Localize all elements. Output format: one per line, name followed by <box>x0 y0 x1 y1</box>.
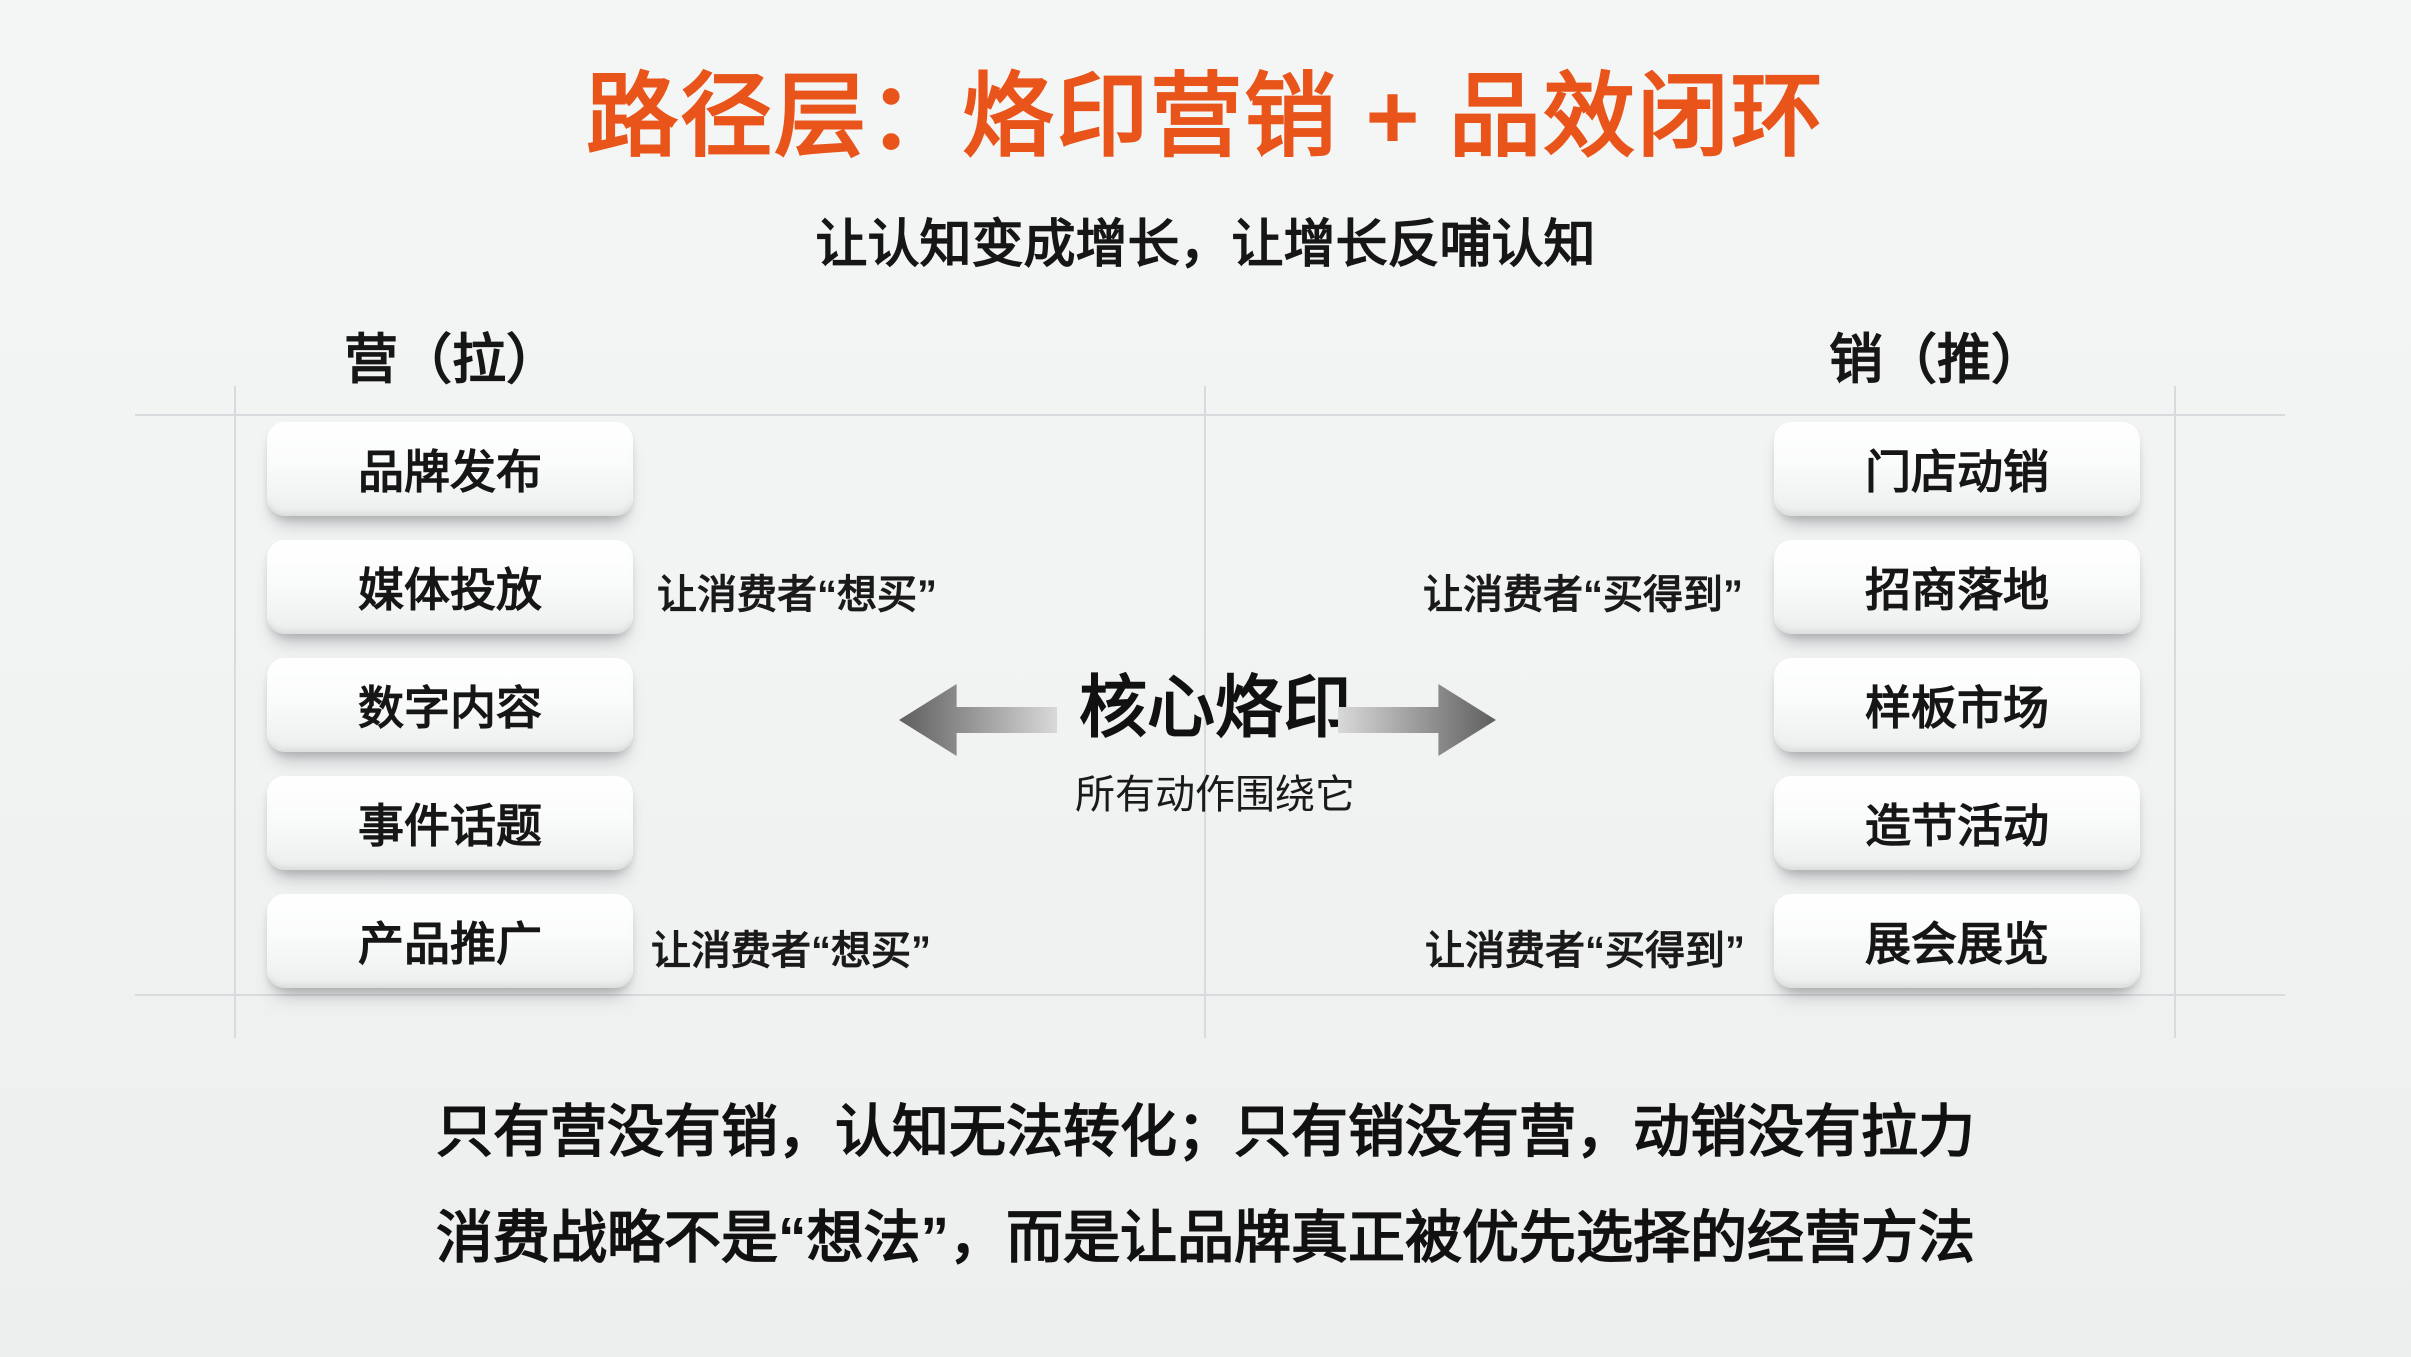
push-card-exhibition: 展会展览 <box>1774 894 2140 988</box>
push-note-upper: 让消费者“买得到” <box>1423 573 1743 617</box>
pull-card-product-promo: 产品推广 <box>267 894 633 988</box>
footer-statement-1: 只有营没有销，认知无法转化；只有销没有营，动销没有拉力 <box>436 1100 1975 1164</box>
core-brand-title: 核心烙印 <box>1078 670 1351 746</box>
footer-statement-2: 消费战略不是“想法”，而是让品牌真正被优先选择的经营方法 <box>436 1206 1975 1270</box>
arrow-left-icon <box>899 684 1057 756</box>
page-title: 路径层：烙印营销 + 品效闭环 <box>586 66 1825 168</box>
grid-hline-bottom <box>135 994 2285 996</box>
push-column-header: 销（推） <box>1829 330 2045 390</box>
page-subtitle: 让认知变成增长，让增长反哺认知 <box>815 216 1596 274</box>
push-card-model-market: 样板市场 <box>1774 658 2140 752</box>
grid-hline-top <box>135 414 2285 416</box>
pull-card-event-topic: 事件话题 <box>267 776 633 870</box>
core-brand-subtitle: 所有动作围绕它 <box>1075 773 1355 817</box>
grid-vline-center <box>1204 386 1206 1038</box>
push-note-lower: 让消费者“买得到” <box>1425 929 1745 973</box>
push-card-store-sales: 门店动销 <box>1774 422 2140 516</box>
pull-card-brand-launch: 品牌发布 <box>267 422 633 516</box>
pull-column-header: 营（拉） <box>344 330 560 390</box>
pull-card-digital-content: 数字内容 <box>267 658 633 752</box>
push-card-investment-landing: 招商落地 <box>1774 540 2140 634</box>
grid-vline-left <box>234 386 236 1038</box>
pull-card-media-buy: 媒体投放 <box>267 540 633 634</box>
pull-note-lower: 让消费者“想买” <box>651 929 931 973</box>
pull-note-upper: 让消费者“想买” <box>657 573 937 617</box>
grid-vline-right <box>2174 386 2176 1038</box>
push-card-festival-campaign: 造节活动 <box>1774 776 2140 870</box>
arrow-right-icon <box>1338 684 1496 756</box>
